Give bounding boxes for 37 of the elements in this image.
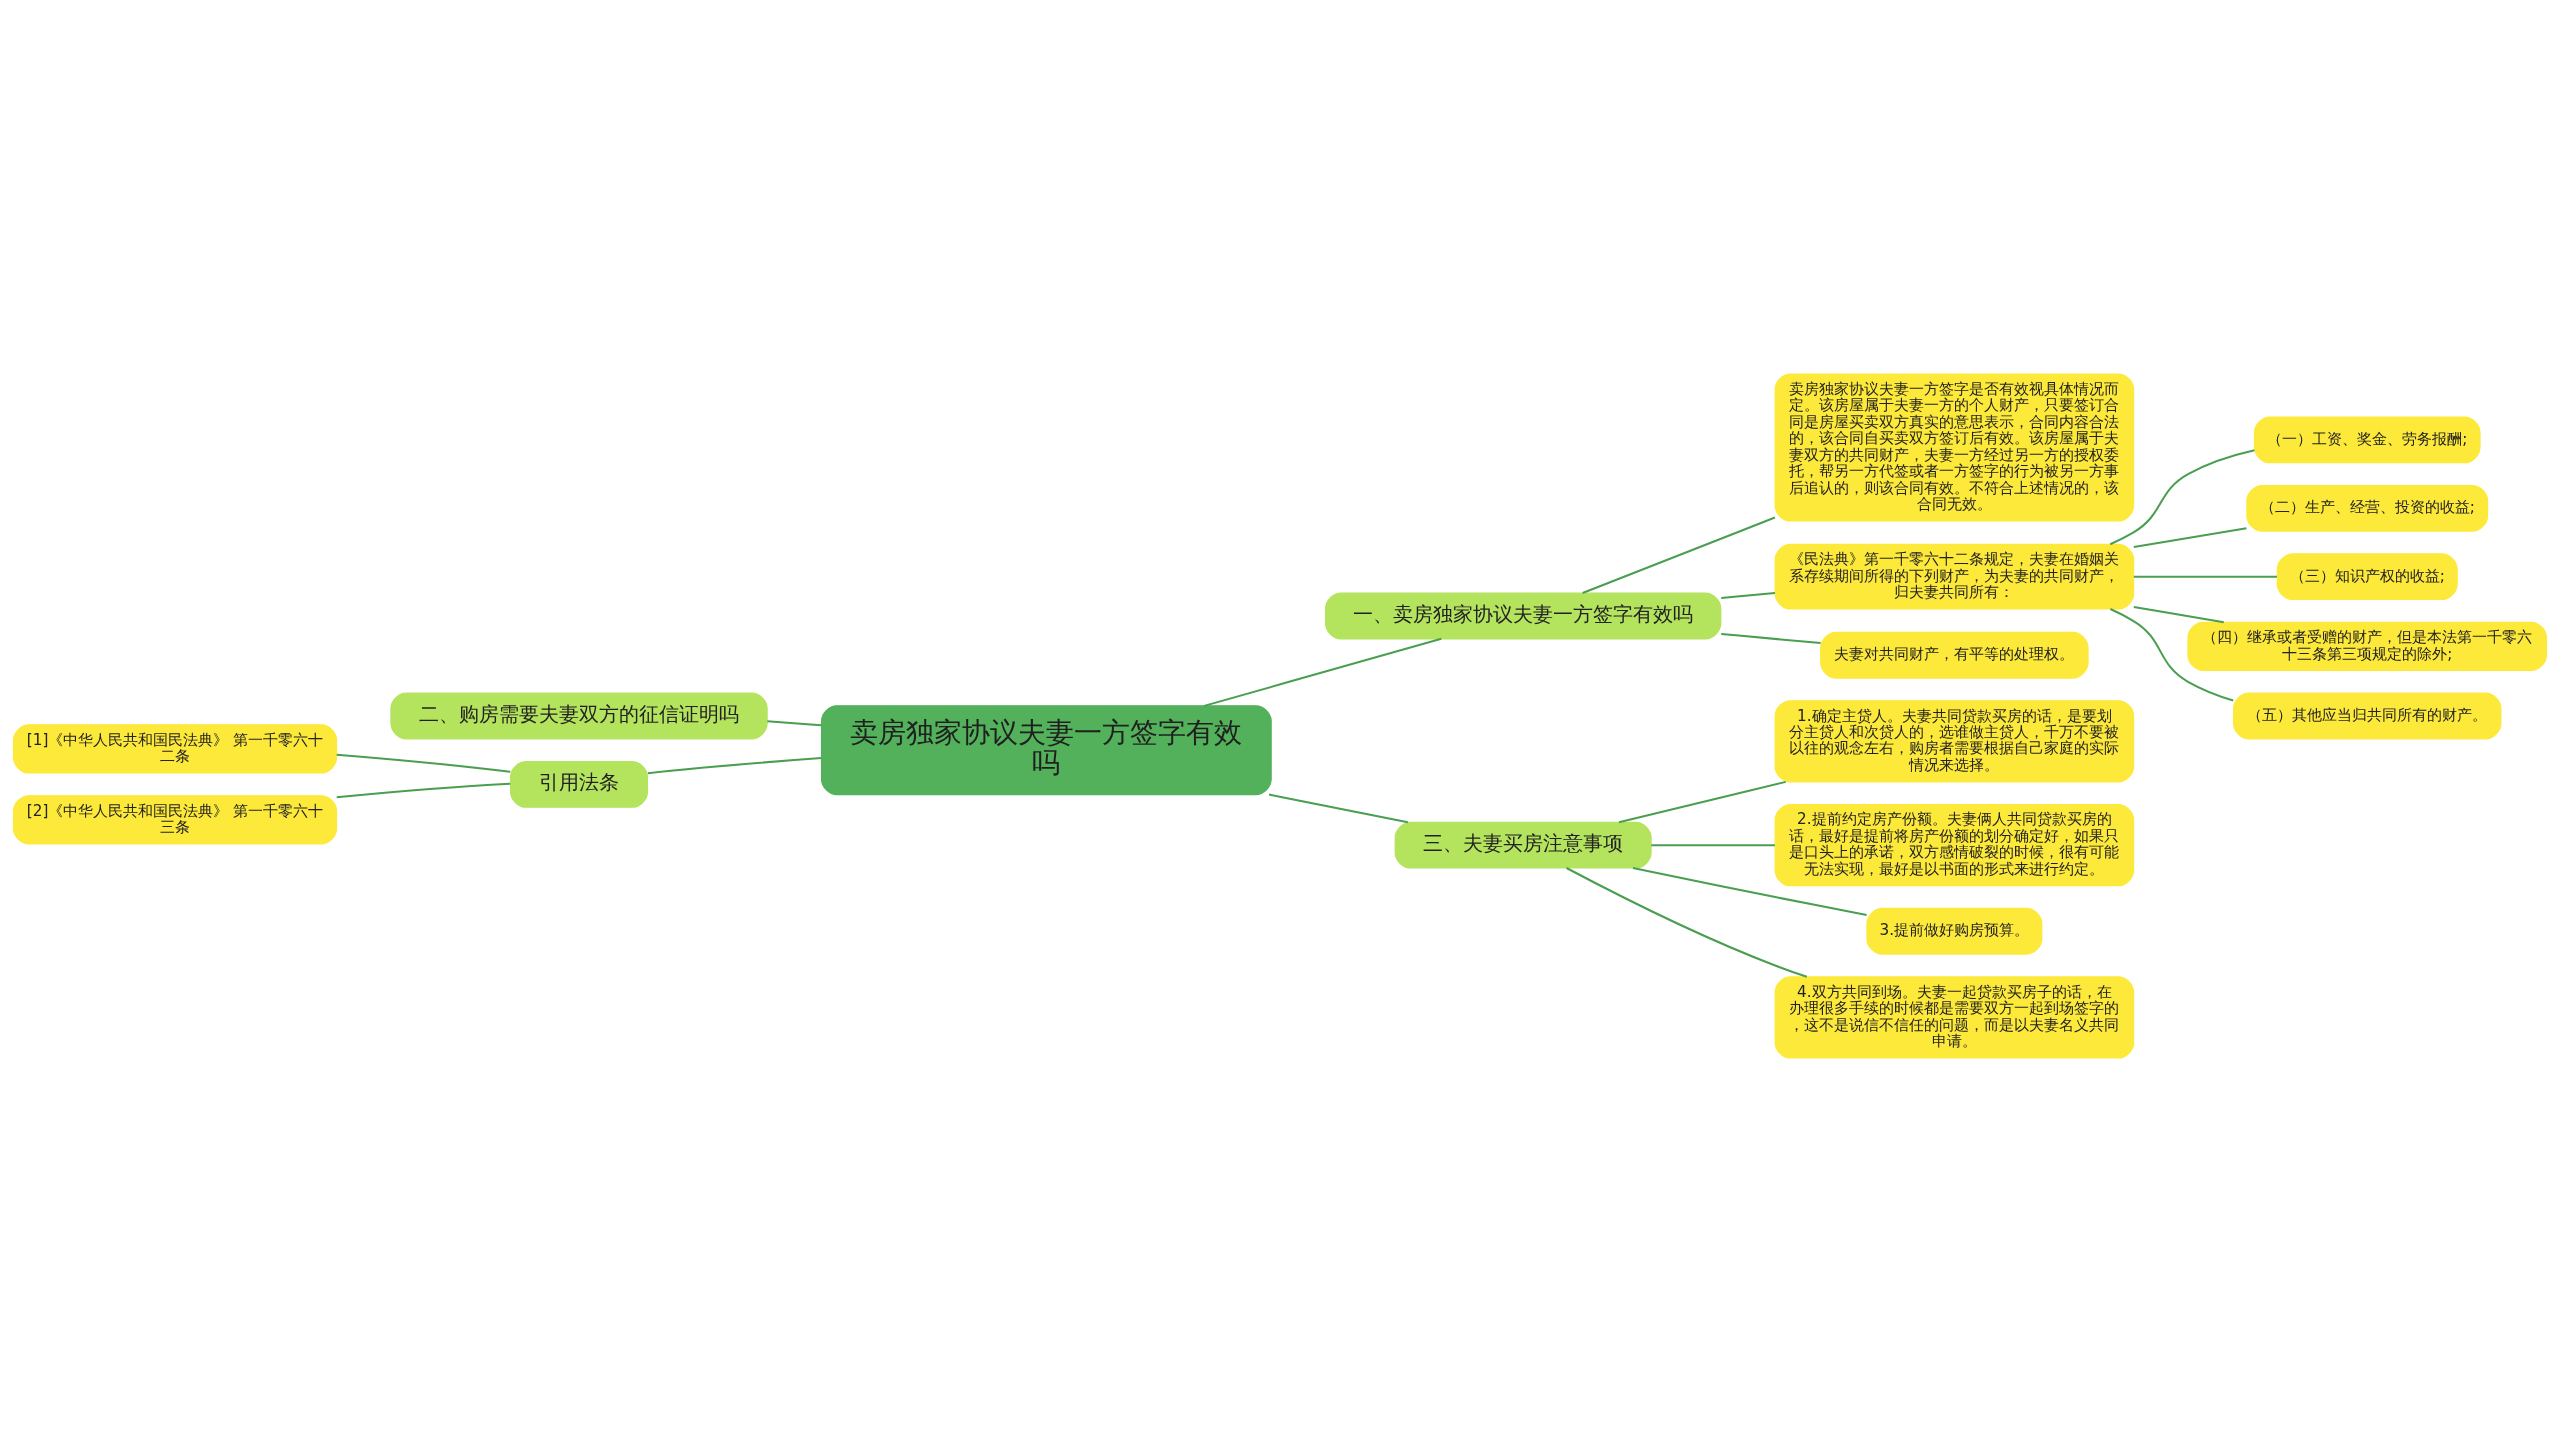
connector xyxy=(2133,575,2277,578)
node-box: （三）知识产权的收益; xyxy=(2276,552,2458,600)
node-box: 三、夫妻买房注意事项 xyxy=(1394,821,1652,869)
node-box: （五）其他应当归共同所有的财产。 xyxy=(2233,692,2502,739)
node-box: 卖房独家协议夫妻一方签字是否有效视具体情况而定。该房屋属于夫妻一方的个人财产，只要签订合同是房屋买卖双方真实的意思表示，合同内容合法的，该合同自买卖双方签订后有效。该房屋属于夫妻双方的共同财产，夫妻一方经过另一方的授权委托，帮另一方代签或者一方签字的行为被另一方事后追认的，则该合同有效。不符合上述情况的，该合同无效。 xyxy=(1774,372,2135,522)
node-box: [1]《中华人民共和国民法典》 第一千零六十二条 xyxy=(12,723,338,774)
node-box: （一）工资、奖金、劳务报酬; xyxy=(2253,416,2481,463)
connector xyxy=(2109,448,2255,545)
connector xyxy=(2133,605,2224,623)
connector xyxy=(1268,793,1409,823)
connector xyxy=(1582,516,1776,594)
connector xyxy=(1618,780,1786,823)
connector xyxy=(1721,632,1821,644)
connector xyxy=(767,719,822,726)
node-box: 二、购房需要夫妻双方的征信证明吗 xyxy=(390,692,768,739)
node-box: 1.确定主贷人。夫妻共同贷款买房的话，是要划分主贷人和次贷人的，选谁做主贷人，千万不要被以往的观念左右，购房者需要根据自己家庭的实际情况来选择。 xyxy=(1774,699,2135,782)
node-box: 3.提前做好购房预算。 xyxy=(1866,907,2043,955)
node-box: [2]《中华人民共和国民法典》 第一千零六十三条 xyxy=(12,794,338,845)
connector xyxy=(336,782,511,798)
connector xyxy=(1651,843,1775,846)
node-box: 引用法条 xyxy=(510,760,649,808)
node-box: 《民法典》第一千零六十二条规定，夫妻在婚姻关系存续期间所得的下列财产，为夫妻的共同财产，归夫妻共同所有： xyxy=(1774,543,2135,610)
connector xyxy=(1566,866,1808,978)
node-box: 4.双方共同到场。夫妻一起贷款买房子的话，在办理很多手续的时候都是需要双方一起到场签字的，这不是说信不信任的问题，而是以夫妻名义共同申请。 xyxy=(1774,975,2135,1059)
connector xyxy=(1203,637,1442,707)
node-box: （四）继承或者受赠的财产，但是本法第一千零六十三条第三项规定的除外; xyxy=(2187,621,2548,671)
node-box: 一、卖房独家协议夫妻一方签字有效吗 xyxy=(1324,592,1722,639)
connector xyxy=(336,753,511,773)
connector xyxy=(1632,866,1867,916)
connector xyxy=(2109,607,2234,701)
connector xyxy=(647,756,822,774)
node-box: 夫妻对共同财产，有平等的处理权。 xyxy=(1820,631,2089,679)
connector xyxy=(2133,526,2247,548)
connector xyxy=(1721,591,1776,599)
node-box: （二）生产、经营、投资的收益; xyxy=(2246,484,2489,532)
node-box: 2.提前约定房产份额。夫妻俩人共同贷款买房的话，最好是提前将房产份额的划分确定好，如果只是口头上的承诺，双方感情破裂的时候，很有可能无法实现，最好是以书面的形式来进行约定。 xyxy=(1774,803,2135,886)
node-box: 卖房独家协议夫妻一方签字有效吗 xyxy=(820,704,1272,795)
